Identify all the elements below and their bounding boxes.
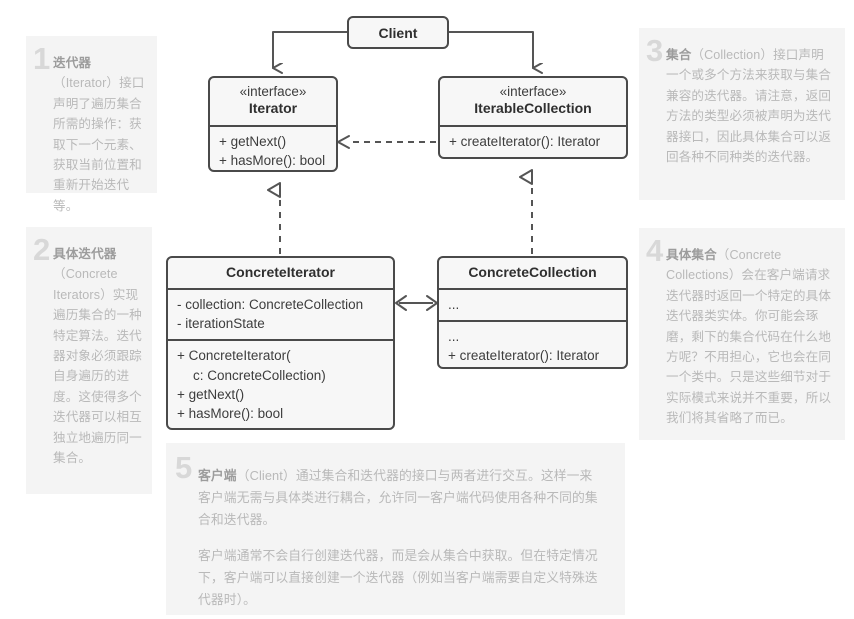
class-header: ConcreteCollection (439, 258, 626, 288)
note-lead: 客户端 (198, 468, 237, 483)
class-name: IterableCollection (474, 100, 592, 117)
note-number: 5 (175, 450, 193, 485)
method-item: + hasMore(): bool (177, 405, 284, 421)
class-name: ConcreteCollection (468, 264, 597, 280)
method-item: + createIterator(): Iterator (449, 133, 601, 149)
class-stereotype: «interface» (239, 84, 307, 99)
note-body: 集合（Collection）接口声明一个或多个方法来获取与集合兼容的迭代器。请注… (666, 45, 835, 167)
field-item: - iterationState (177, 316, 265, 332)
class-fields: - collection: ConcreteCollection - itera… (168, 288, 393, 339)
note-number: 3 (646, 33, 664, 68)
side-note-1: 1 迭代器 （Iterator）接口声明了遍历集合所需的操作：获取下一个元素、获取… (26, 36, 157, 213)
side-note-5: 5 客户端（Client）通过集合和迭代器的接口与两者进行交互。这样一来客户端无… (166, 443, 625, 615)
method-item-continuation: c: ConcreteCollection) (193, 367, 326, 383)
edge-concrete-iterator-to-concrete-collection (395, 295, 438, 311)
note-number: 4 (646, 233, 664, 268)
note-paragraph-1: 客户端（Client）通过集合和迭代器的接口与两者进行交互。这样一来客户端无需与… (198, 465, 603, 531)
uml-class-concrete-iterator[interactable]: ConcreteIterator - collection: ConcreteC… (166, 256, 395, 430)
note-body: 迭代器 （Iterator）接口声明了遍历集合所需的操作：获取下一个元素、获取当前… (53, 53, 147, 216)
note-rest: （Concrete Collections）会在客户端请求迭代器时返回一个特定的… (666, 248, 832, 426)
edge-client-to-iterator (272, 31, 348, 68)
note-lead: 具体集合 (666, 248, 717, 262)
method-item: + getNext() (219, 133, 287, 149)
edge-iterable-collection-to-iterator (337, 135, 436, 149)
field-item: - collection: ConcreteCollection (177, 297, 364, 313)
uml-class-client[interactable]: Client (347, 16, 449, 49)
class-fields: ... (439, 288, 626, 320)
note-rest: （Collection）接口声明一个或多个方法来获取与集合兼容的迭代器。请注意，… (666, 48, 832, 164)
note-number: 1 (33, 41, 51, 76)
side-note-4: 4 具体集合（Concrete Collections）会在客户端请求迭代器时返… (639, 228, 845, 440)
note-number: 2 (33, 232, 51, 267)
method-item: ... (448, 329, 460, 345)
class-methods: ... + createIterator(): Iterator (439, 320, 626, 371)
note-lead: 集合 (666, 48, 692, 62)
class-name: ConcreteIterator (226, 264, 335, 280)
edge-client-to-iterable-collection (448, 31, 533, 68)
note-rest: （Concrete Iterators）实现遍历集合的一种特定算法。迭代器对象必… (53, 267, 142, 465)
uml-interface-iterable-collection[interactable]: «interface» IterableCollection + createI… (438, 76, 628, 159)
class-name: Client (378, 25, 418, 41)
side-note-3: 3 集合（Collection）接口声明一个或多个方法来获取与集合兼容的迭代器。… (639, 28, 845, 200)
uml-interface-iterator[interactable]: «interface» Iterator + getNext() + hasMo… (208, 76, 338, 172)
field-item: ... (448, 297, 460, 313)
note-body: 客户端（Client）通过集合和迭代器的接口与两者进行交互。这样一来客户端无需与… (198, 465, 603, 611)
class-methods: + ConcreteIterator( c: ConcreteCollectio… (168, 339, 393, 429)
uml-class-concrete-collection[interactable]: ConcreteCollection ... ... + createItera… (437, 256, 628, 369)
note-paragraph-2: 客户端通常不会自行创建迭代器，而是会从集合中获取。但在特定情况下，客户端可以直接… (198, 548, 598, 607)
method-item: + getNext() (177, 386, 245, 402)
method-item: + createIterator(): Iterator (448, 348, 600, 364)
method-item: + ConcreteIterator( (177, 348, 291, 364)
class-stereotype: «interface» (499, 84, 567, 99)
class-methods: + getNext() + hasMore(): bool (210, 124, 336, 176)
note-rest: （Iterator）接口声明了遍历集合所需的操作：获取下一个元素、获取当前位置和… (53, 76, 145, 213)
class-header: ConcreteIterator (168, 258, 393, 288)
note-rest: （Client）通过集合和迭代器的接口与两者进行交互。这样一来客户端无需与具体类… (198, 468, 598, 527)
note-lead: 具体迭代器 (53, 247, 117, 261)
class-header: «interface» IterableCollection (440, 78, 626, 125)
note-body: 具体迭代器 （Concrete Iterators）实现遍历集合的一种特定算法。迭… (53, 244, 142, 468)
class-header: Client (349, 18, 447, 49)
method-item: + hasMore(): bool (219, 152, 326, 168)
side-note-2: 2 具体迭代器 （Concrete Iterators）实现遍历集合的一种特定算法… (26, 227, 152, 494)
note-lead: 迭代器 (53, 56, 92, 70)
class-header: «interface» Iterator (210, 78, 336, 125)
class-name: Iterator (248, 100, 298, 117)
class-methods: + createIterator(): Iterator (440, 124, 626, 157)
note-body: 具体集合（Concrete Collections）会在客户端请求迭代器时返回一… (666, 245, 835, 429)
